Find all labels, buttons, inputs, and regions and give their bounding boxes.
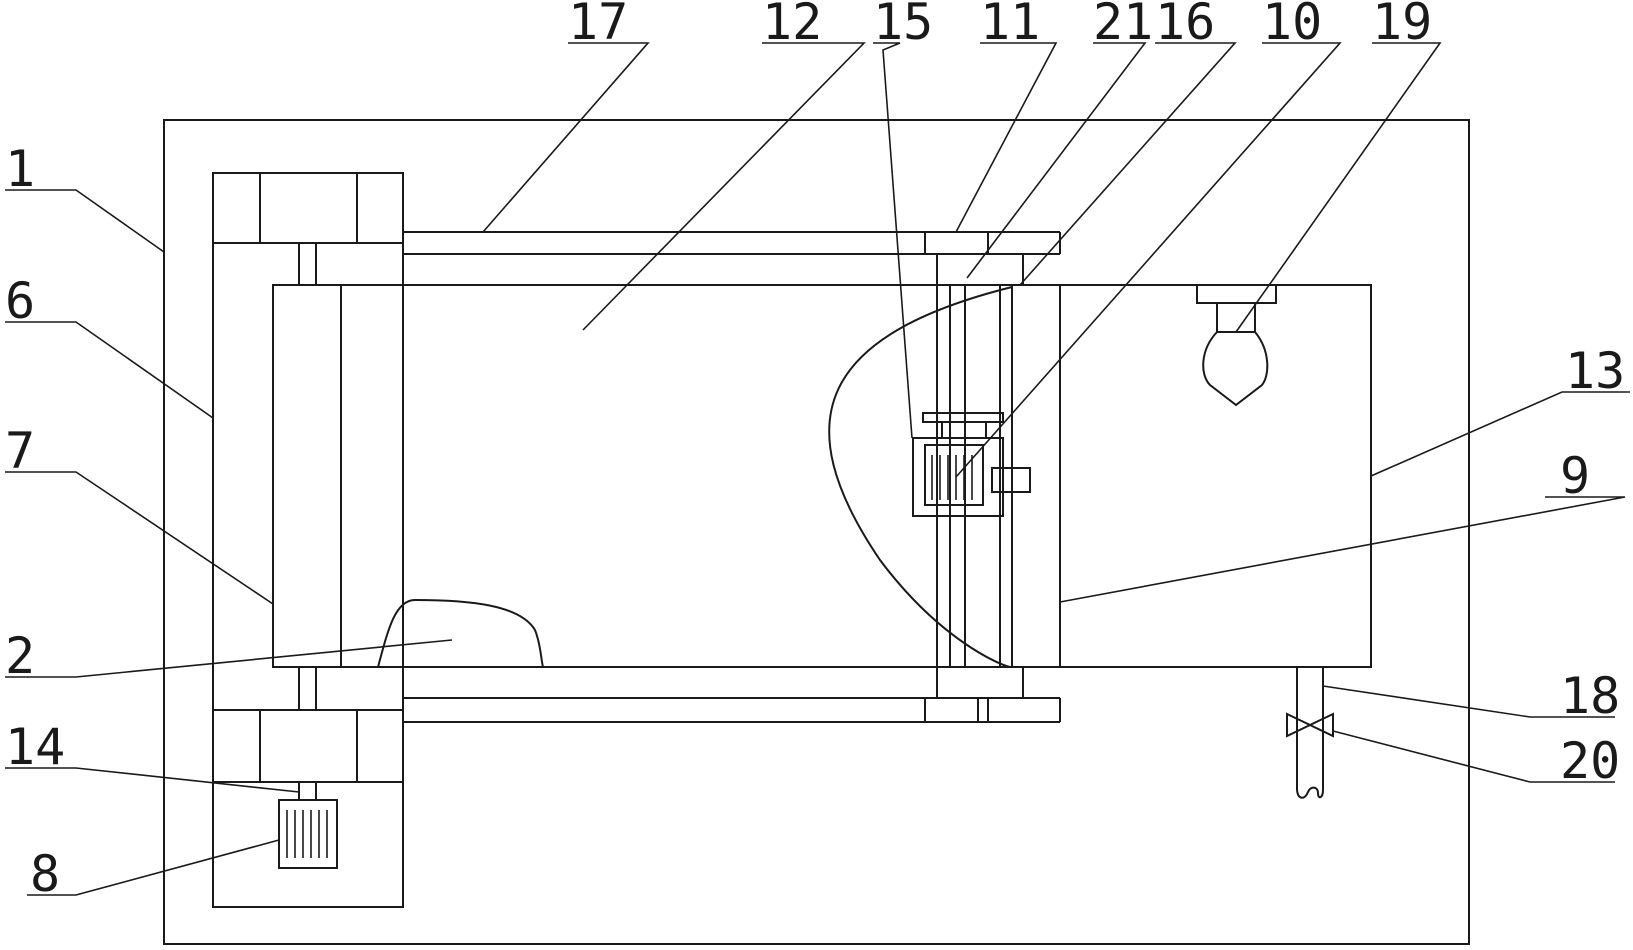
leader-18 <box>1322 685 1615 718</box>
outer-frame <box>163 119 1470 945</box>
label-20: 20 <box>1560 732 1620 790</box>
label-15: 15 <box>873 0 933 51</box>
leader-14 <box>5 767 300 793</box>
part-labels: 1 6 7 2 14 8 17 12 15 11 21 16 10 19 13 … <box>5 0 1625 903</box>
leader-15 <box>873 42 913 439</box>
spray-nozzle <box>1196 284 1277 407</box>
bottom-rail <box>403 667 1061 723</box>
leader-8 <box>27 839 280 896</box>
leader-13 <box>1370 391 1630 477</box>
leader-9 <box>1059 496 1626 603</box>
main-chamber <box>272 284 1372 668</box>
label-9: 9 <box>1560 447 1590 505</box>
leader-2 <box>5 639 453 678</box>
label-19: 19 <box>1372 0 1432 51</box>
leader-17 <box>482 42 650 233</box>
vertical-guide <box>936 285 1013 667</box>
label-1: 1 <box>5 140 35 198</box>
leader-lines <box>5 42 1630 896</box>
leader-16 <box>1019 42 1237 286</box>
label-12: 12 <box>762 0 822 51</box>
label-21: 21 <box>1093 0 1153 51</box>
leader-21 <box>966 42 1147 279</box>
label-10: 10 <box>1262 0 1322 51</box>
curved-blade <box>828 286 1013 668</box>
leader-7 <box>5 471 274 605</box>
leader-20 <box>1332 730 1615 783</box>
leader-19 <box>1235 42 1442 333</box>
label-6: 6 <box>5 272 35 330</box>
label-18: 18 <box>1560 667 1620 725</box>
leader-12 <box>582 42 866 331</box>
leader-10 <box>955 42 1342 478</box>
label-2: 2 <box>5 627 35 685</box>
leader-1 <box>5 189 165 253</box>
label-7: 7 <box>5 422 35 480</box>
label-13: 13 <box>1565 342 1625 400</box>
blade-motor <box>912 412 1031 517</box>
top-rail <box>403 231 1061 285</box>
label-11: 11 <box>980 0 1040 51</box>
left-support-frame <box>212 172 404 908</box>
drive-motor <box>278 782 338 869</box>
label-14: 14 <box>5 718 65 776</box>
leader-6 <box>5 321 214 419</box>
label-16: 16 <box>1155 0 1215 51</box>
label-17: 17 <box>568 0 628 51</box>
material-pile <box>377 598 544 668</box>
label-8: 8 <box>30 845 60 903</box>
leader-11 <box>955 42 1058 233</box>
drain-pipe <box>1286 667 1334 799</box>
